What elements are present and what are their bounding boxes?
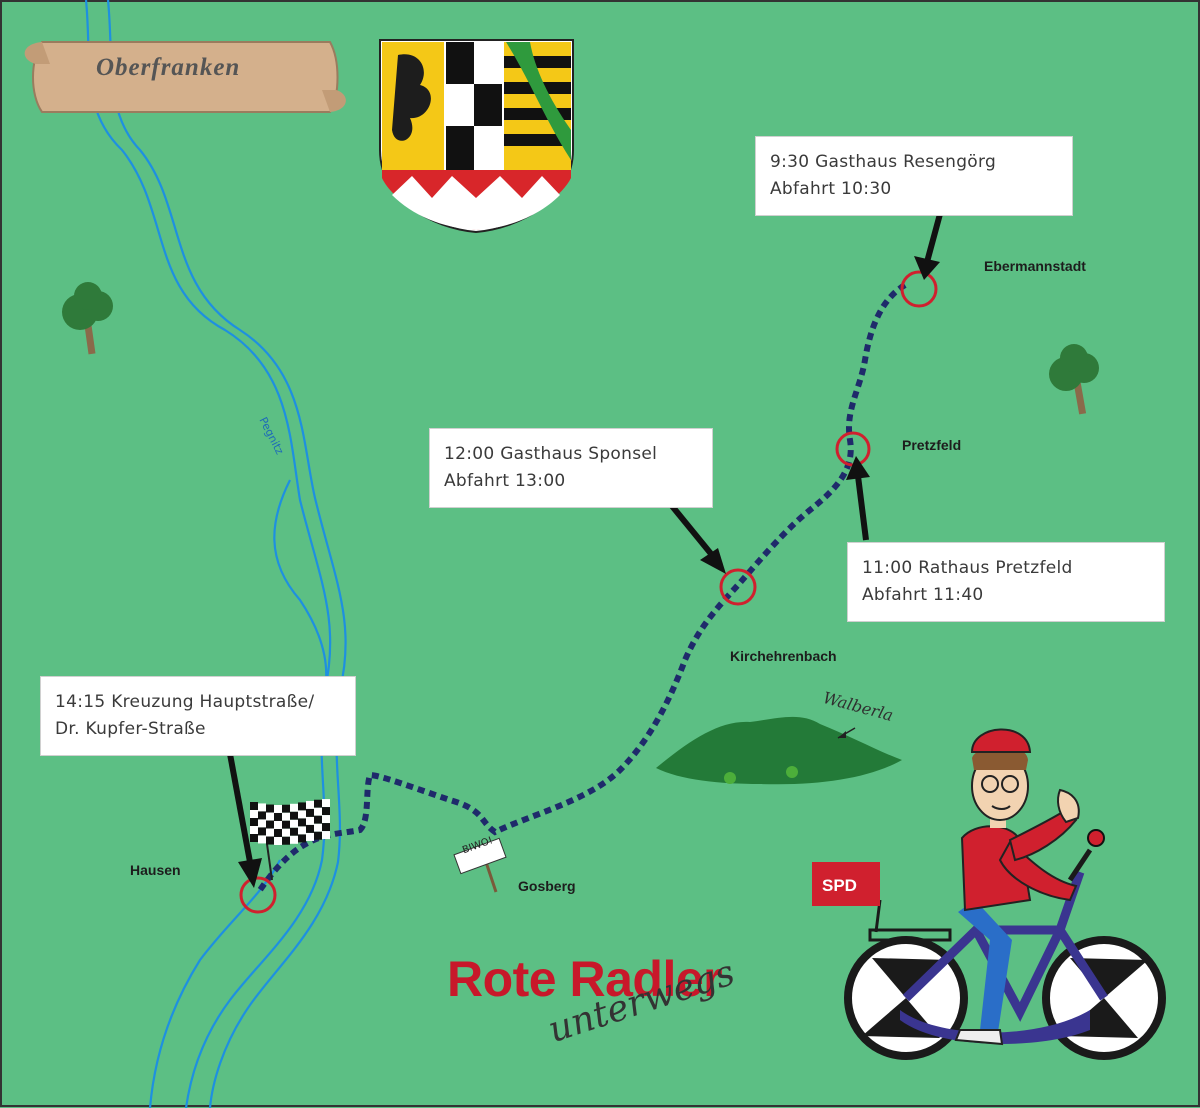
flag-square: [314, 815, 322, 824]
flag-square: [250, 802, 258, 810]
stop-box-pretzfeld: 11:00 Rathaus Pretzfeld Abfahrt 11:40: [847, 542, 1165, 622]
biwo-sign: [453, 837, 507, 893]
place-kirchehrenbach: Kirchehrenbach: [730, 648, 837, 664]
stop-marker-hausen: [239, 876, 277, 914]
flag-square: [306, 808, 314, 817]
flag-square: [250, 834, 258, 842]
region-banner-label: Oberfranken: [96, 54, 241, 81]
flag-square: [282, 804, 290, 813]
stop-marker-pretzfeld: [835, 431, 871, 467]
flag-square: [290, 803, 298, 812]
flag-square: [290, 827, 298, 836]
flag-square: [298, 826, 306, 835]
stop-box-resengoerg: 9:30 Gasthaus Resengörg Abfahrt 10:30: [755, 136, 1073, 216]
flag-square: [290, 819, 298, 828]
arrow-stop-2: [846, 456, 870, 541]
place-gosberg: Gosberg: [518, 878, 576, 894]
stop-time-line: 9:30 Gasthaus Resengörg: [770, 152, 997, 172]
flag-square: [322, 831, 330, 840]
place-pretzfeld: Pretzfeld: [902, 437, 962, 453]
stop-marker-kirchehrenbach: [719, 568, 757, 606]
flag-square: [258, 803, 266, 812]
flag-square: [314, 823, 322, 832]
arrow-stop-4: [227, 753, 262, 888]
stop-departure-line: Dr. Kupfer-Straße: [55, 719, 206, 739]
place-hausen: Hausen: [130, 862, 181, 878]
flag-square: [306, 832, 314, 841]
cyclist-illustration: [812, 728, 1166, 1060]
region-banner: [24, 41, 346, 113]
walberla-mountain: [656, 716, 902, 785]
flag-square: [314, 807, 322, 816]
stop-box-sponsel: 12:00 Gasthaus Sponsel Abfahrt 13:00: [429, 428, 713, 508]
flag-square: [322, 823, 330, 832]
flag-square: [250, 826, 258, 834]
arrow-stop-1: [914, 213, 943, 280]
flag-square: [266, 828, 274, 837]
flag-square: [298, 802, 306, 811]
flag-square: [298, 810, 306, 819]
place-ebermannstadt: Ebermannstadt: [984, 258, 1086, 274]
bike-route: [255, 282, 907, 895]
finish-flag: [250, 799, 330, 881]
flag-square: [314, 799, 322, 808]
stop-time-line: 14:15 Kreuzung Hauptstraße/: [55, 692, 315, 712]
flag-square: [258, 811, 266, 820]
flag-square: [250, 818, 258, 826]
flag-square: [258, 819, 266, 828]
flag-square: [258, 827, 266, 836]
stop-departure-line: Abfahrt 13:00: [444, 471, 566, 491]
flag-square: [274, 804, 282, 813]
flag-square: [258, 835, 266, 844]
flag-square: [306, 824, 314, 833]
stop-time-line: 12:00 Gasthaus Sponsel: [444, 444, 658, 464]
flag-square: [306, 800, 314, 809]
flag-square: [306, 816, 314, 825]
flag-square: [298, 834, 306, 843]
stop-box-hausen: 14:15 Kreuzung Hauptstraße/ Dr. Kupfer-S…: [40, 676, 356, 756]
flag-square: [274, 820, 282, 829]
coat-of-arms: [379, 39, 574, 234]
flag-square: [298, 818, 306, 827]
arrow-stop-3: [669, 504, 726, 574]
flag-square: [282, 828, 290, 837]
flag-square: [322, 807, 330, 816]
flag-square: [290, 835, 298, 844]
flag-square: [266, 812, 274, 821]
flag-square: [250, 810, 258, 818]
flag-square: [274, 836, 282, 845]
flag-square: [266, 836, 274, 845]
poster-title: Rote Radler: [447, 951, 723, 1007]
stop-departure-line: Abfahrt 11:40: [862, 585, 984, 605]
flag-square: [322, 815, 330, 824]
flag-square: [314, 831, 322, 840]
flag-square: [266, 804, 274, 813]
flag-square: [282, 836, 290, 845]
river-pegnitz: [84, 0, 347, 1108]
flag-square: [266, 820, 274, 829]
tree-left: [62, 282, 113, 355]
flag-square: [290, 811, 298, 820]
flag-square: [274, 828, 282, 837]
flag-square: [274, 812, 282, 821]
tree-right: [1049, 344, 1099, 415]
flag-square: [282, 820, 290, 829]
flag-square: [282, 812, 290, 821]
stop-marker-ebermannstadt: [900, 270, 938, 308]
stop-departure-line: Abfahrt 10:30: [770, 179, 892, 199]
flag-square: [322, 799, 330, 808]
stop-time-line: 11:00 Rathaus Pretzfeld: [862, 558, 1073, 578]
spd-flag-label: SPD: [822, 876, 857, 895]
